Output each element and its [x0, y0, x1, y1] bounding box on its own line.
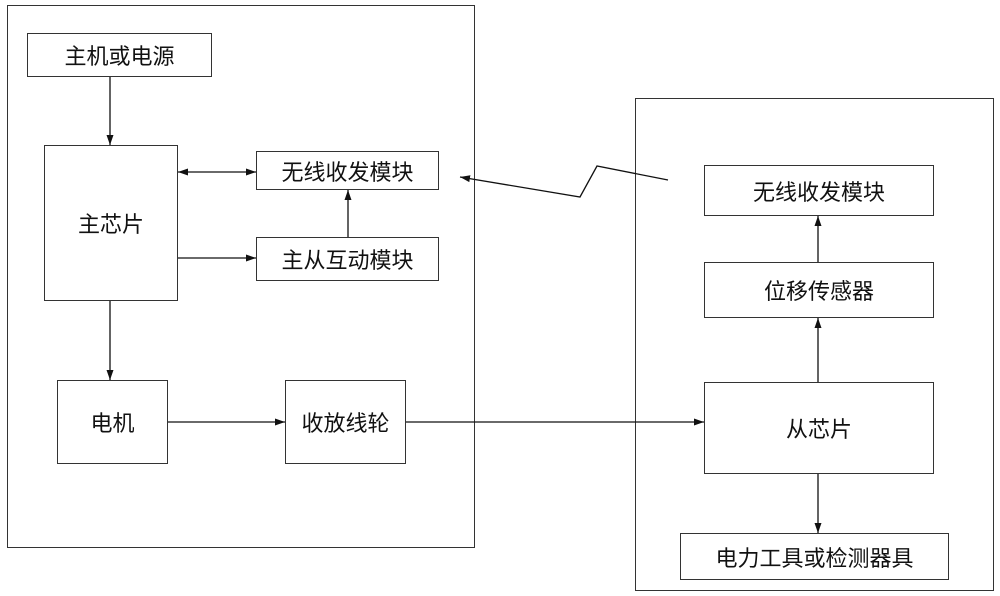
- motor-label: 电机: [90, 412, 135, 437]
- slave-chip-label: 从芯片: [785, 418, 852, 443]
- interaction-module-box: 主从互动模块: [256, 237, 439, 281]
- slave-device-frame: [635, 98, 994, 591]
- main-chip-box: 主芯片: [44, 145, 178, 301]
- slave-chip-box: 从芯片: [704, 382, 934, 474]
- power-label: 主机或电源: [64, 45, 175, 70]
- displacement-sensor-box: 位移传感器: [704, 262, 934, 318]
- interaction-module-label: 主从互动模块: [281, 249, 414, 274]
- slave-wireless-module-box: 无线收发模块: [704, 165, 934, 216]
- motor-box: 电机: [57, 380, 168, 464]
- slave-wireless-module-label: 无线收发模块: [752, 180, 885, 206]
- main-chip-label: 主芯片: [77, 213, 144, 238]
- tool-box: 电力工具或检测器具: [680, 533, 949, 580]
- wireless-link-zigzag: [459, 165, 669, 198]
- displacement-sensor-label: 位移传感器: [763, 280, 874, 305]
- master-device-frame: [7, 5, 475, 548]
- reel-box: 收放线轮: [285, 380, 406, 464]
- master-wireless-module-label: 无线收发模块: [281, 160, 414, 186]
- master-wireless-module-box: 无线收发模块: [256, 151, 439, 190]
- power-box: 主机或电源: [27, 33, 212, 77]
- tool-label: 电力工具或检测器具: [715, 546, 914, 572]
- reel-label: 收放线轮: [301, 412, 390, 437]
